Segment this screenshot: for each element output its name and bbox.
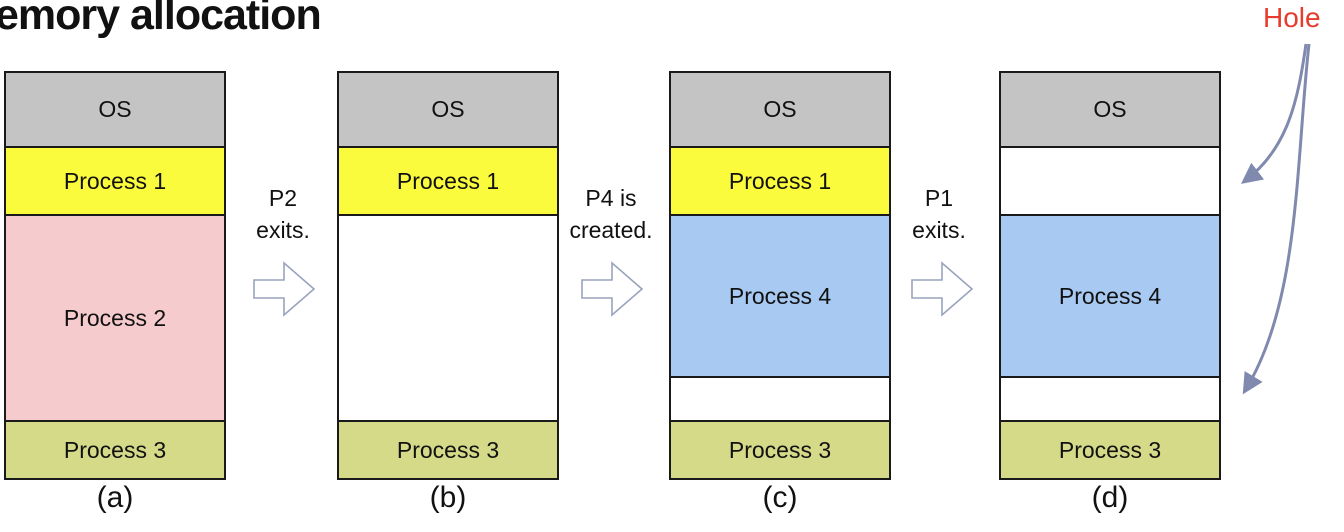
memory-segment-os: OS — [339, 73, 557, 148]
memory-segment-process-2: Process 2 — [6, 216, 224, 422]
memory-segment-label: Process 3 — [728, 436, 832, 463]
transition-line: P2 — [268, 185, 298, 211]
memory-segment-label: OS — [1093, 96, 1127, 122]
memory-segment-label: Process 1 — [63, 167, 167, 194]
transition-line: P4 is — [585, 185, 637, 211]
memory-diagram-a: OS Process 1 Process 2 Process 3 — [4, 71, 226, 480]
memory-segment-label: OS — [98, 96, 132, 122]
transition-label-p4-created: P4 is created. — [541, 182, 681, 246]
hole-label: Hole — [1263, 2, 1321, 33]
memory-segment-label: Process 1 — [396, 167, 500, 194]
transition-line: exits. — [256, 217, 310, 243]
memory-segment-label: Process 4 — [1058, 282, 1162, 309]
memory-segment-hole — [671, 378, 889, 422]
memory-segment-hole — [1001, 148, 1219, 216]
transition-line: P1 — [924, 185, 954, 211]
memory-segment-label: Process 4 — [728, 282, 832, 309]
memory-segment-label: Process 2 — [63, 304, 167, 331]
right-block-arrow-icon — [911, 261, 974, 317]
memory-segment-os: OS — [671, 73, 889, 148]
memory-diagram-d: OS Process 4 Process 3 — [999, 71, 1221, 480]
memory-segment-process-1: Process 1 — [671, 148, 889, 216]
memory-segment-label: Process 1 — [728, 167, 832, 194]
memory-segment-os: OS — [1001, 73, 1219, 148]
memory-segment-process-3: Process 3 — [6, 422, 224, 478]
memory-segment-process-3: Process 3 — [671, 422, 889, 478]
right-block-arrow-icon — [581, 261, 644, 317]
memory-segment-hole — [1001, 378, 1219, 422]
memory-segment-label: Process 3 — [63, 436, 167, 463]
transition-line: exits. — [912, 217, 966, 243]
right-block-arrow-icon — [253, 261, 316, 317]
memory-segment-hole — [339, 216, 557, 422]
memory-segment-label: Process 3 — [396, 436, 500, 463]
memory-segment-process-1: Process 1 — [6, 148, 224, 216]
hole-curved-arrow-upper-icon — [1240, 43, 1308, 184]
memory-segment-process-3: Process 3 — [1001, 422, 1219, 478]
hole-curved-arrow-lower-icon — [1242, 43, 1311, 395]
memory-segment-label: OS — [431, 96, 465, 122]
caption-a: (a) — [96, 481, 134, 514]
memory-segment-os: OS — [6, 73, 224, 148]
page-title: emory allocation — [0, 0, 322, 39]
memory-segment-label: OS — [763, 96, 797, 122]
transition-label-p1-exits: P1 exits. — [869, 182, 1009, 246]
memory-diagram-c: OS Process 1 Process 4 Process 3 — [669, 71, 891, 480]
memory-segment-process-3: Process 3 — [339, 422, 557, 478]
memory-diagram-b: OS Process 1 Process 3 — [337, 71, 559, 480]
caption-d: (d) — [1091, 481, 1129, 514]
caption-b: (b) — [429, 481, 467, 514]
memory-segment-label: Process 3 — [1058, 436, 1162, 463]
memory-segment-process-4: Process 4 — [1001, 216, 1219, 378]
memory-segment-process-4: Process 4 — [671, 216, 889, 378]
memory-segment-process-1: Process 1 — [339, 148, 557, 216]
transition-label-p2-exits: P2 exits. — [213, 182, 353, 246]
caption-c: (c) — [762, 481, 798, 514]
transition-line: created. — [569, 217, 653, 243]
